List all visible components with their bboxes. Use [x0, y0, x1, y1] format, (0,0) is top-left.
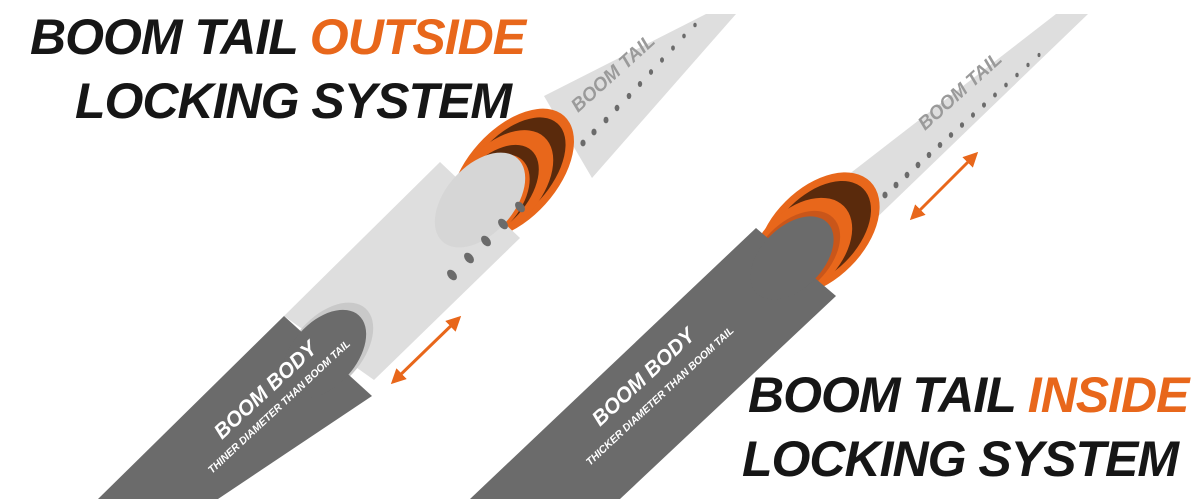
right-slide-arrow [909, 151, 979, 221]
heading-outside-line2: LOCKING SYSTEM [75, 73, 512, 129]
heading-outside-accent: OUTSIDE [309, 9, 526, 65]
heading-inside-line2: LOCKING SYSTEM [742, 431, 1179, 487]
heading-inside-locking: BOOM TAIL INSIDE LOCKING SYSTEM [742, 367, 1190, 484]
left-boom-tail [544, 14, 736, 178]
left-slide-arrow [390, 315, 462, 385]
heading-inside-prefix: BOOM TAIL [748, 367, 1028, 423]
right-boom-tail [808, 14, 1088, 228]
left-tail-holes [580, 22, 697, 147]
right-boom-body [470, 228, 836, 499]
heading-inside-accent: INSIDE [1027, 367, 1190, 423]
left-sleeve-holes [447, 201, 525, 281]
left-assembly: BOOM TAIL BOOM BODY THINER DIAMETER THAN… [98, 14, 736, 499]
heading-outside-locking: BOOM TAIL OUTSIDE LOCKING SYSTEM [30, 9, 526, 129]
heading-outside-prefix: BOOM TAIL [30, 9, 310, 65]
